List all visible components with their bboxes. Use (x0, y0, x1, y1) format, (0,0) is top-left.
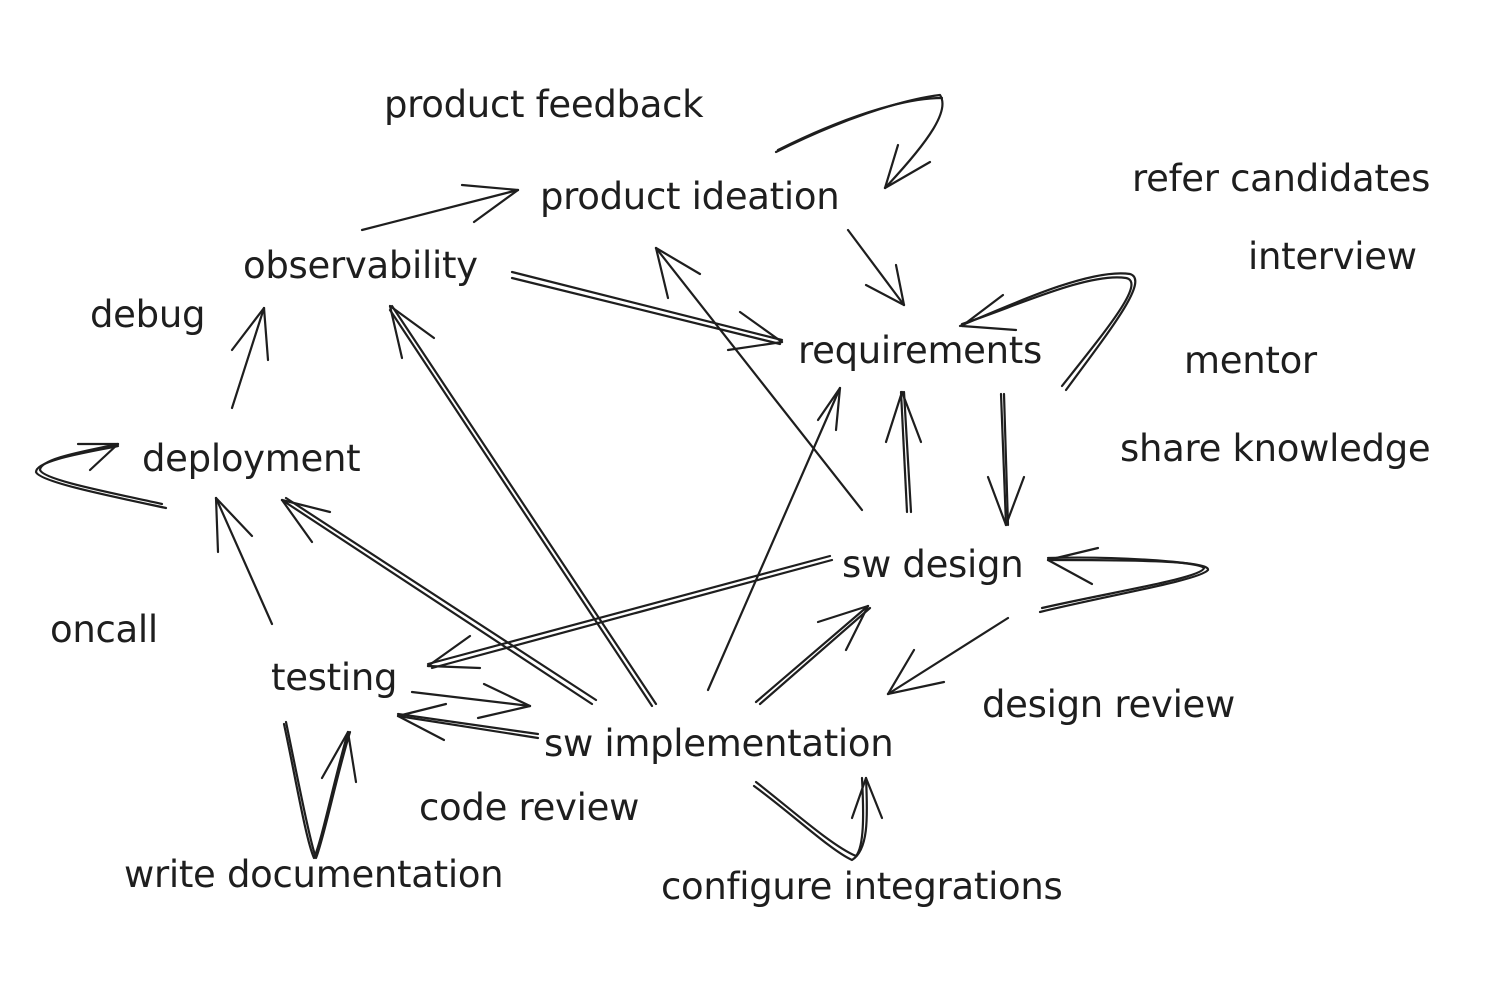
node-configure-integrations: configure integrations (661, 865, 1063, 908)
edge-product-ideation-to-requirements (846, 228, 906, 307)
edge-deployment-self-loop (34, 442, 168, 510)
edge-sw-design-to-sw-implementation (886, 616, 1010, 696)
edge-observability-to-requirements (510, 270, 784, 352)
node-refer-candidates: refer candidates (1132, 157, 1431, 200)
edge-deployment-to-observability (230, 306, 270, 410)
node-observability: observability (243, 244, 478, 287)
node-sw-design: sw design (842, 543, 1024, 586)
edge-testing-to-sw-implementation (410, 682, 532, 720)
edge-testing-self-loop (282, 720, 358, 860)
node-requirements: requirements (798, 329, 1042, 372)
node-interview: interview (1248, 235, 1417, 278)
edge-testing-to-deployment (214, 496, 274, 626)
node-mentor: mentor (1184, 339, 1317, 382)
edge-product-ideation-self-loop (774, 93, 944, 190)
edge-sw-design-to-requirements (884, 390, 923, 514)
edge-requirements-to-sw-design (986, 392, 1026, 527)
node-debug: debug (90, 293, 206, 336)
edge-sw-implementation-to-sw-design (754, 604, 872, 706)
node-deployment: deployment (142, 437, 361, 480)
edge-sw-implementation-self-loop (752, 776, 884, 862)
node-sw-implementation: sw implementation (544, 722, 894, 765)
edge-sw-implementation-to-deployment (280, 496, 598, 706)
node-code-review: code review (419, 786, 640, 829)
edge-observability-to-product-ideation (360, 183, 520, 232)
node-product-feedback: product feedback (384, 83, 704, 126)
edge-sw-design-self-loop (1038, 546, 1210, 614)
node-product-ideation: product ideation (540, 175, 840, 218)
node-write-documentation: write documentation (124, 853, 504, 896)
edge-sw-implementation-to-testing (396, 702, 540, 742)
node-testing: testing (271, 656, 398, 699)
edge-requirements-self-loop (958, 272, 1137, 392)
node-oncall: oncall (50, 608, 158, 651)
edge-sw-design-to-product-ideation (654, 246, 864, 512)
node-design-review: design review (982, 683, 1235, 726)
node-share-knowledge: share knowledge (1120, 427, 1431, 470)
edge-sw-implementation-to-requirements (706, 386, 842, 692)
edge-sw-design-to-testing (426, 554, 834, 670)
edge-sw-implementation-to-observability (388, 304, 658, 708)
